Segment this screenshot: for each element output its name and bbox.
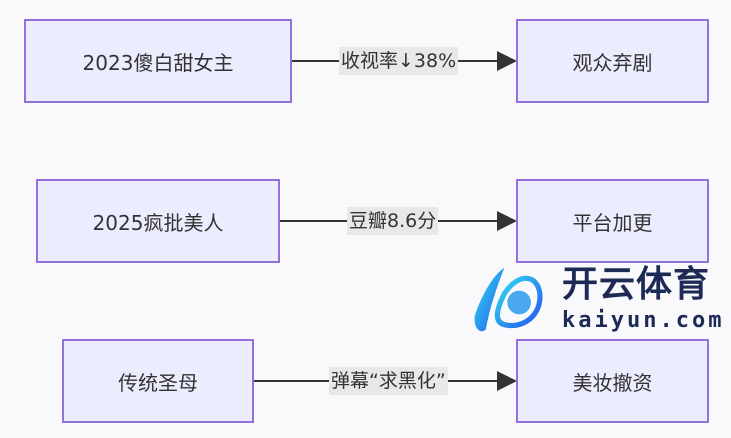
node-label: 2023傻白甜女主 — [82, 50, 234, 75]
node-source-2[interactable]: 2025疯批美人 — [36, 179, 280, 263]
watermark-domain: kaiyun.com — [562, 308, 725, 333]
kaiyun-logo-icon — [474, 267, 543, 332]
watermark-name: 开云体育 — [562, 264, 711, 305]
watermark-logo: 开云体育 kaiyun.com — [445, 264, 731, 338]
edge-label-2: 豆瓣8.6分 — [347, 207, 439, 235]
node-label: 美妆撤资 — [572, 370, 653, 395]
node-label: 传统圣母 — [118, 370, 198, 395]
node-target-3[interactable]: 美妆撤资 — [516, 339, 709, 423]
node-source-3[interactable]: 传统圣母 — [62, 339, 254, 423]
node-label: 观众弃剧 — [572, 50, 653, 75]
edge-label-3: 弹幕“求黑化” — [329, 367, 448, 395]
node-target-2[interactable]: 平台加更 — [516, 179, 709, 263]
node-label: 平台加更 — [572, 210, 653, 235]
edge-label-1: 收视率↓38% — [339, 47, 459, 75]
node-label: 2025疯批美人 — [92, 210, 224, 235]
node-source-1[interactable]: 2023傻白甜女主 — [24, 19, 292, 103]
node-target-1[interactable]: 观众弃剧 — [516, 19, 709, 103]
